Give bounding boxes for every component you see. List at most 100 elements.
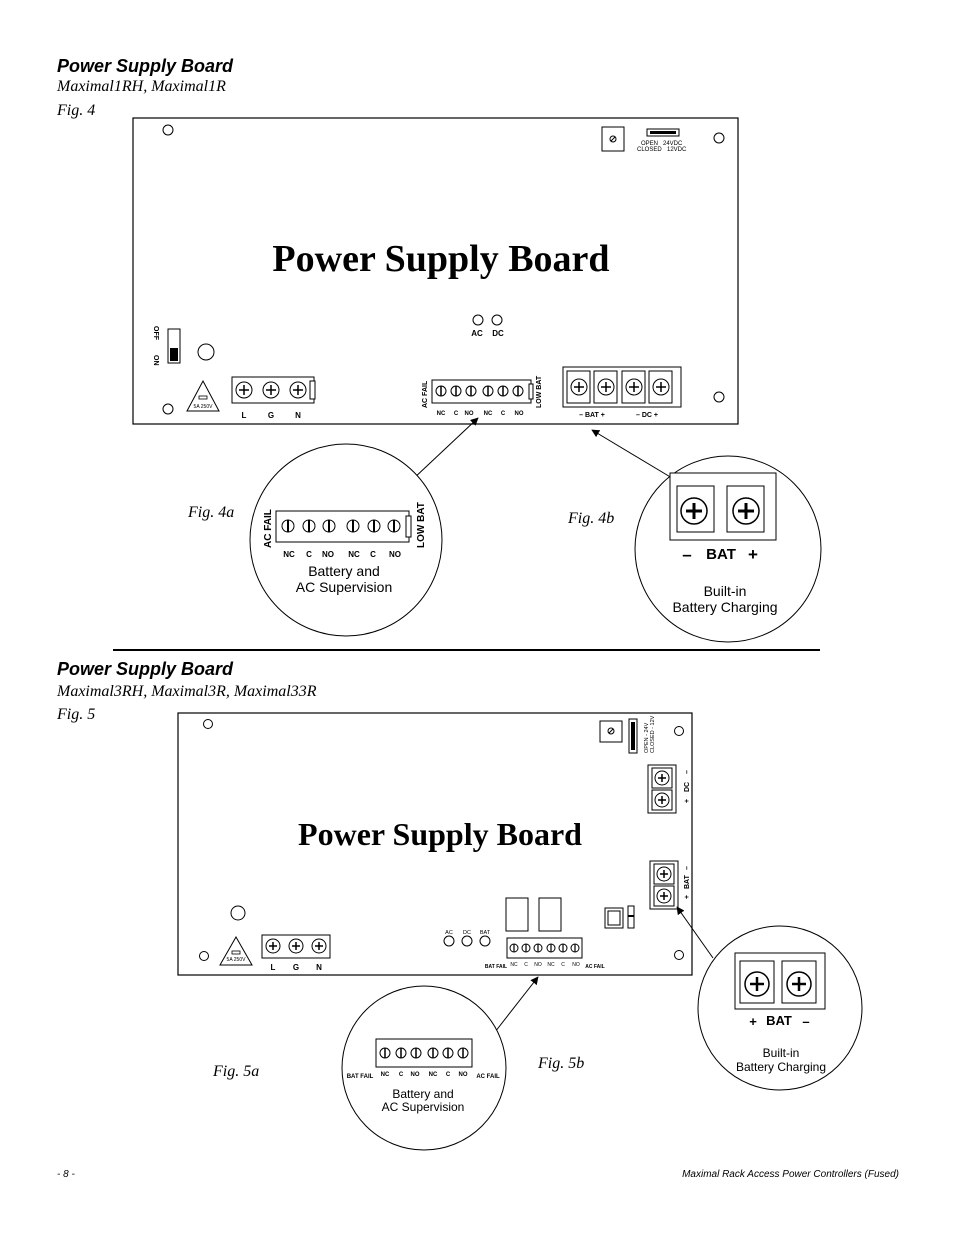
screw-terminal	[732, 497, 760, 525]
fig4a-ac-fail-label: AC FAIL	[263, 509, 274, 548]
jumper-closed-label: CLOSED	[637, 147, 662, 153]
mounting-hole	[674, 950, 684, 960]
fig5a-detail-circle: NC C NO NC C NO BAT FAIL AC FAIL Battery…	[341, 985, 507, 1151]
pin-label: NC	[484, 411, 493, 417]
fig4b-label: Fig. 4b	[567, 510, 614, 527]
dc-terminal-label: – DC +	[636, 412, 658, 419]
relay-contact	[533, 943, 543, 953]
fig5a-label: Fig. 5a	[212, 1063, 259, 1080]
relay-contact	[442, 1047, 454, 1059]
mounting-hole	[713, 132, 725, 144]
fuse-rating-label: 5A 250V	[194, 404, 214, 410]
section1-models: Maximal1RH, Maximal1R	[56, 78, 226, 95]
board-fig5: OPEN - 24V CLOSED - 12V + DC – Power Sup…	[177, 712, 693, 976]
voltage-jumper: OPEN - 24V CLOSED - 12V	[599, 715, 656, 754]
screw-terminal	[680, 497, 708, 525]
pin-label: NC	[283, 550, 295, 559]
pin-label: NO	[389, 550, 401, 559]
jumper-12v-label: 12VDC	[667, 147, 687, 153]
relay	[538, 897, 562, 932]
fig5a-ac-fail-label: AC FAIL	[476, 1074, 500, 1080]
fig5b-detail-circle: + BAT – Built-in Battery Charging	[697, 925, 863, 1091]
bat-plus-label: +	[684, 895, 691, 899]
board-title-fig5: Power Supply Board	[298, 816, 582, 852]
pin-label: NO	[534, 962, 542, 968]
low-bat-label: LOW BAT	[536, 375, 543, 408]
dc-minus-label: –	[684, 770, 691, 774]
screw-terminal	[744, 971, 770, 997]
terminal-g-label: G	[293, 963, 299, 972]
screw-terminal	[656, 866, 672, 882]
mounting-hole	[203, 719, 213, 729]
fig5b-minus-label: –	[802, 1014, 809, 1029]
screw-terminal	[262, 381, 280, 399]
relay-contact	[379, 1047, 391, 1059]
relay-contact	[427, 1047, 439, 1059]
voltage-jumper: OPEN 24VDC CLOSED 12VDC	[601, 126, 687, 153]
pin-label: C	[501, 411, 506, 417]
dc-led	[461, 935, 473, 947]
relay-contact	[395, 1047, 407, 1059]
ac-led	[443, 935, 455, 947]
screw-terminal	[625, 378, 643, 396]
fig4b-caption-line2: Battery Charging	[672, 599, 777, 615]
callout-arrow	[676, 906, 714, 959]
pin-label: C	[399, 1072, 404, 1078]
ac-led-label: AC	[471, 329, 483, 338]
relay-contact	[435, 385, 447, 397]
screw-terminal	[311, 938, 327, 954]
relay-contact	[281, 519, 295, 533]
mounting-hole	[674, 726, 684, 736]
relay-contact	[367, 519, 381, 533]
section2-title: Power Supply Board	[57, 659, 234, 679]
relay-contact	[558, 943, 568, 953]
fig5b-caption-line2: Battery Charging	[736, 1060, 826, 1074]
relay-contact	[410, 1047, 422, 1059]
screw-terminal	[235, 381, 253, 399]
callout-arrow	[411, 417, 479, 481]
jumper-closed-label: CLOSED - 12V	[650, 715, 656, 753]
status-leds: AC DC BAT	[443, 930, 491, 947]
fig4b-minus-label: –	[682, 545, 691, 564]
ac-fail-label: AC FAIL	[585, 964, 604, 970]
fig4a-label: Fig. 4a	[187, 504, 234, 521]
bridge-rectifier	[604, 905, 635, 929]
dc-terminal-block: + DC –	[647, 764, 691, 814]
relay-terminal-block: BAT FAIL AC FAIL NC C NO NC C NO	[485, 937, 605, 970]
fuse-warning-triangle: 5A 250V	[186, 379, 220, 412]
fig4-label: Fig. 4	[56, 102, 95, 119]
relay-contact	[482, 385, 494, 397]
fig4b-caption-line1: Built-in	[704, 583, 747, 599]
relay	[505, 897, 529, 932]
pin-label: NO	[572, 962, 580, 968]
terminal-l-label: L	[242, 411, 247, 420]
relay-contact	[521, 943, 531, 953]
switch-on-label: ON	[152, 355, 159, 366]
board-fig4: OPEN 24VDC CLOSED 12VDC Power Supply Boa…	[132, 117, 739, 425]
page-number: - 8 -	[57, 1169, 75, 1180]
screw-terminal	[656, 888, 672, 904]
screw-terminal	[597, 378, 615, 396]
ac-terminal-block: L G N	[231, 376, 316, 420]
mounting-hole	[162, 403, 174, 415]
bat-dc-terminal-block: – BAT + – DC +	[562, 366, 682, 419]
dc-led-label: DC	[463, 930, 471, 936]
fig5a-caption-line2: AC Supervision	[382, 1100, 465, 1114]
jumper-open-label: OPEN	[641, 141, 658, 147]
callout-arrow	[591, 429, 673, 479]
screw-terminal	[570, 378, 588, 396]
ac-led-label: AC	[445, 930, 453, 936]
dc-plus-label: +	[684, 799, 691, 803]
mounting-hole	[199, 951, 209, 961]
fuse-holder	[230, 905, 246, 921]
pin-label: NC	[429, 1072, 438, 1078]
screw-terminal	[654, 792, 670, 808]
screw-terminal	[652, 378, 670, 396]
pin-label: C	[524, 962, 528, 968]
bat-name-label: BAT	[684, 874, 691, 889]
mounting-hole	[162, 124, 174, 136]
relay-terminal-block: AC FAIL LOW BAT NC C NO NC C NO	[422, 375, 543, 417]
pin-label: NO	[465, 411, 474, 417]
ac-led	[472, 314, 484, 326]
